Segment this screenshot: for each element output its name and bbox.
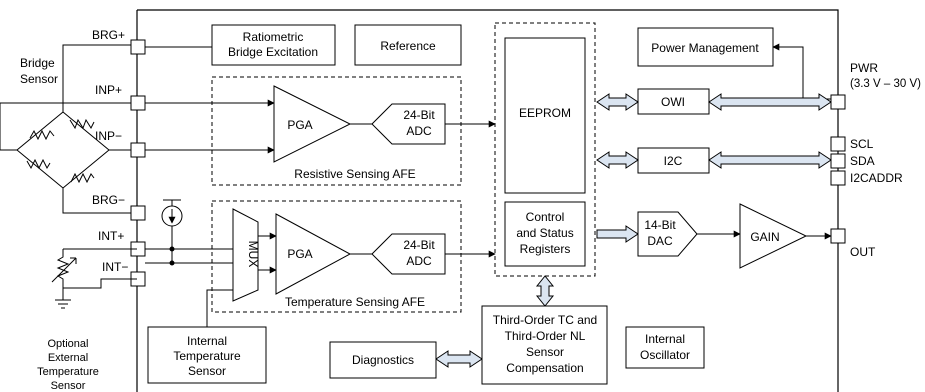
power-management-block bbox=[637, 27, 774, 67]
temperature-adc-label-2: ADC bbox=[406, 254, 432, 268]
pin-pwr-range: (3.3 V – 30 V) bbox=[850, 78, 921, 90]
pin-int-pos: INT+ bbox=[98, 229, 124, 243]
internal-temp-label-3: Sensor bbox=[188, 364, 226, 378]
current-source bbox=[161, 199, 183, 266]
control-status-registers-block bbox=[504, 201, 586, 267]
internal-temperature-sensor-block bbox=[147, 326, 267, 384]
temperature-adc-label-1: 24-Bit bbox=[403, 238, 435, 252]
ext-temp-label-1: Optional bbox=[48, 338, 89, 350]
ext-temp-label-3: Temperature bbox=[37, 366, 99, 378]
ext-temp-label-2: External bbox=[48, 352, 88, 364]
power-management-label: Power Management bbox=[651, 41, 759, 55]
gain-label: GAIN bbox=[750, 230, 779, 244]
compensation-block bbox=[481, 305, 608, 385]
control-label-1: Control bbox=[526, 210, 565, 224]
bridge-sensor-label-1: Bridge bbox=[20, 56, 55, 70]
pin-int-neg: INT− bbox=[102, 260, 128, 274]
ratiometric-label-1: Ratiometric bbox=[243, 30, 304, 44]
reference-label: Reference bbox=[380, 39, 436, 53]
pin-brg-pos: BRG+ bbox=[92, 28, 125, 42]
pin-brg-neg: BRG− bbox=[92, 193, 125, 207]
bus-arrows bbox=[435, 93, 832, 368]
temperature-pga bbox=[275, 213, 352, 295]
pin-inp-pos: INP+ bbox=[95, 83, 122, 97]
mux bbox=[232, 208, 259, 302]
resistive-adc-label-2: ADC bbox=[406, 124, 432, 138]
pin-sda: SDA bbox=[850, 154, 875, 168]
mux-label: MUX bbox=[246, 241, 260, 268]
bridge-sensor-label-2: Sensor bbox=[20, 72, 58, 86]
internal-temp-label-2: Temperature bbox=[173, 349, 241, 363]
pin-scl: SCL bbox=[850, 137, 874, 151]
temperature-afe-label: Temperature Sensing AFE bbox=[285, 295, 425, 309]
resistive-pga-label: PGA bbox=[287, 118, 312, 132]
pin-i2caddr: I2CADDR bbox=[850, 171, 903, 185]
bridge-sensor bbox=[0, 44, 137, 214]
pin-pwr: PWR bbox=[850, 61, 878, 75]
compensation-label-1: Third-Order TC and bbox=[493, 313, 597, 327]
external-temp-sensor bbox=[51, 248, 137, 309]
control-label-3: Registers bbox=[520, 242, 571, 256]
ratiometric-bridge-excitation-block bbox=[211, 24, 336, 66]
pin-inp-neg: INP− bbox=[95, 129, 122, 143]
temperature-pga-label: PGA bbox=[287, 247, 312, 261]
compensation-label-4: Compensation bbox=[506, 361, 583, 375]
compensation-label-3: Sensor bbox=[526, 345, 564, 359]
right-pins bbox=[830, 94, 846, 244]
reference-block bbox=[354, 24, 462, 66]
owi-label: OWI bbox=[661, 95, 685, 109]
dac-label-1: 14-Bit bbox=[644, 218, 676, 232]
pwr-wire bbox=[772, 43, 838, 100]
diagnostics-block bbox=[329, 341, 437, 379]
owi-block bbox=[637, 88, 710, 115]
internal-oscillator-block bbox=[625, 326, 705, 369]
chip-outline bbox=[136, 9, 839, 392]
dac-label-2: DAC bbox=[647, 234, 673, 248]
resistive-pga bbox=[273, 85, 352, 163]
ratiometric-label-2: Bridge Excitation bbox=[228, 45, 318, 59]
gain-amplifier bbox=[739, 203, 808, 269]
resistive-adc-label-1: 24-Bit bbox=[403, 108, 435, 122]
i2c-label: I2C bbox=[664, 154, 683, 168]
oscillator-label-2: Oscillator bbox=[640, 348, 690, 362]
dac bbox=[637, 211, 698, 257]
diagnostics-label: Diagnostics bbox=[352, 353, 414, 367]
control-label-2: and Status bbox=[516, 226, 573, 240]
resistive-afe-label: Resistive Sensing AFE bbox=[294, 167, 415, 181]
eeprom-block bbox=[504, 37, 586, 194]
ext-temp-label-4: Sensor bbox=[51, 380, 86, 392]
resistive-afe-group bbox=[211, 76, 462, 186]
compensation-label-2: Third-Order NL bbox=[505, 329, 586, 343]
eeprom-label: EEPROM bbox=[519, 106, 571, 120]
pin-out: OUT bbox=[850, 245, 876, 259]
internal-temp-wire bbox=[206, 289, 233, 327]
oscillator-label-1: Internal bbox=[645, 332, 685, 346]
internal-temp-label-1: Internal bbox=[187, 334, 227, 348]
temperature-afe-group bbox=[211, 200, 462, 313]
